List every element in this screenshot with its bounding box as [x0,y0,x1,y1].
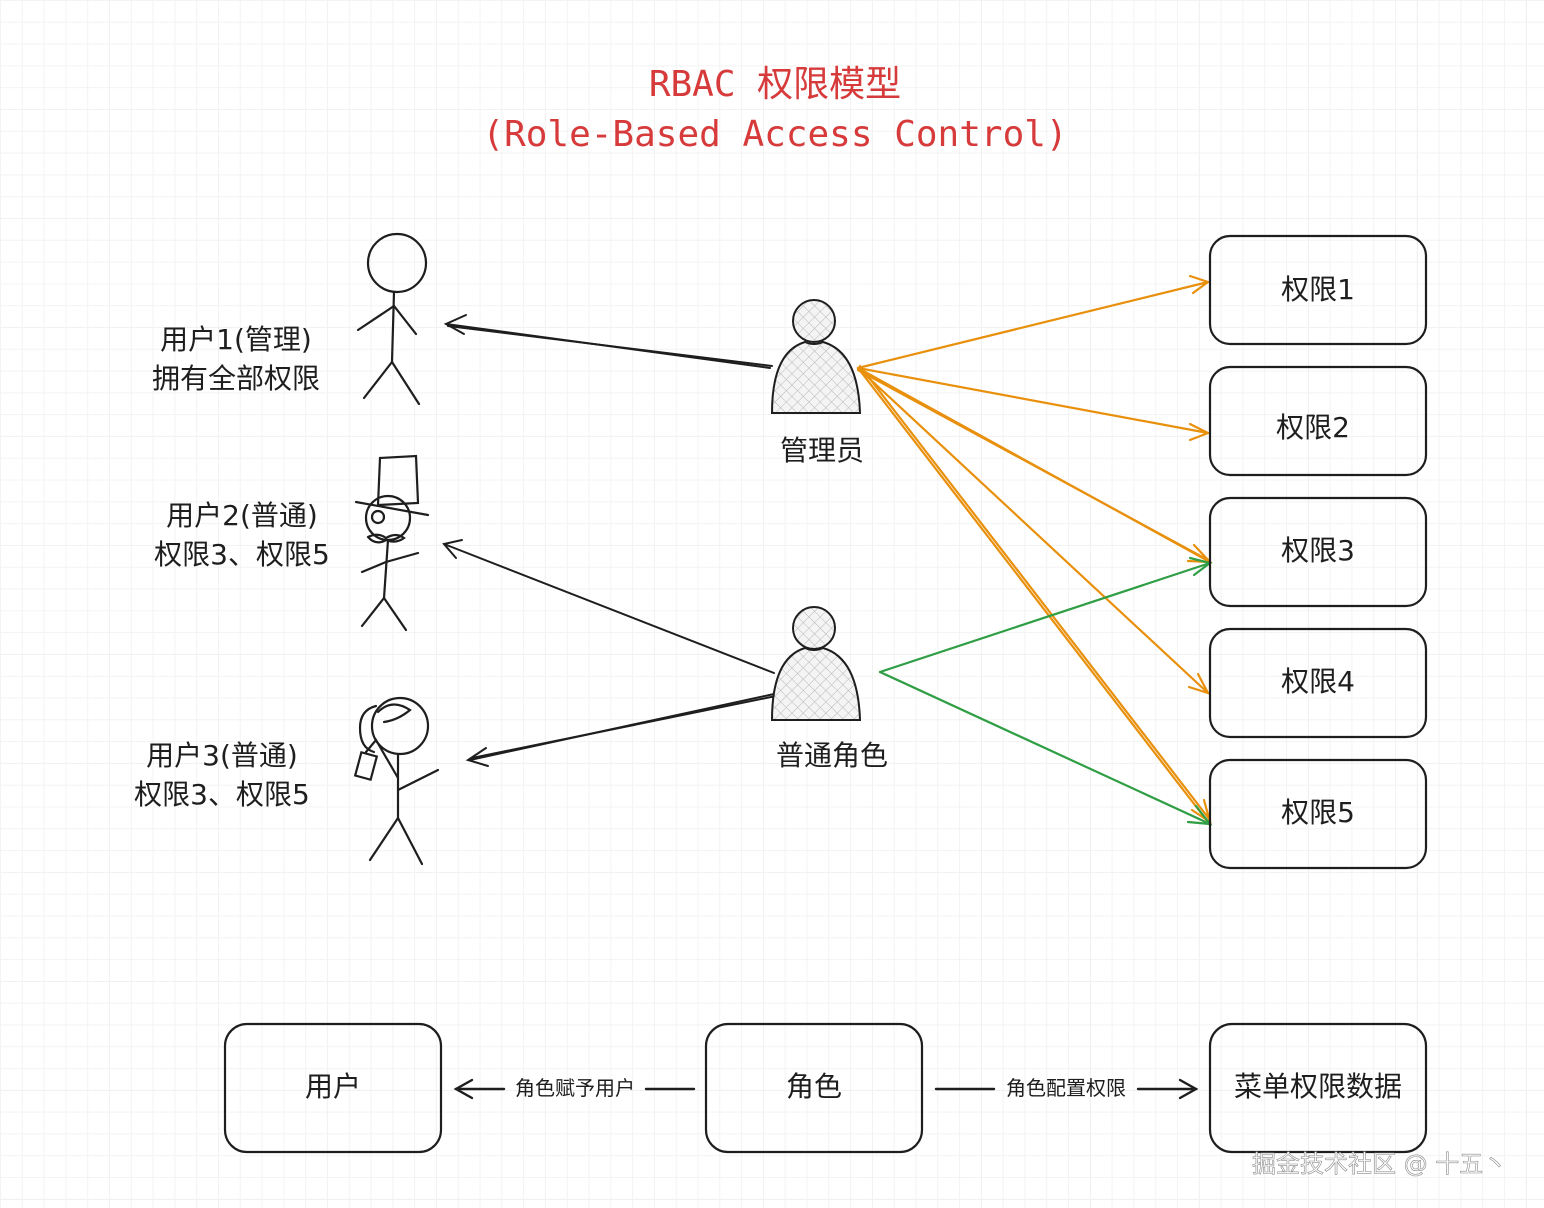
permission-1-label: 权限1 [1281,273,1355,306]
permission-5-label: 权限5 [1281,796,1355,829]
user3-name: 用户3(普通) [146,739,298,772]
flow-role-to-user-label: 角色赋予用户 [515,1076,635,1100]
flow-user-box-label: 用户 [305,1070,361,1103]
user3-desc: 权限3、权限5 [134,778,310,811]
user2-name: 用户2(普通) [166,499,318,532]
user1-figure-icon [356,232,428,406]
permission-boxes [1208,234,1428,870]
user1-name: 用户1(管理) [160,323,312,356]
admin-role-edges [856,274,1213,825]
permission-4-label: 权限4 [1281,665,1355,698]
admin-role-person-icon [770,299,862,414]
permission-2-label: 权限2 [1276,411,1350,444]
normal-role-label: 普通角色 [776,739,888,772]
permission-3-label: 权限3 [1281,534,1355,567]
role-to-user-edges [442,314,777,767]
user2-desc: 权限3、权限5 [154,538,330,571]
flow-boxes [223,1022,1428,1154]
flow-arrows [453,1078,1199,1100]
user3-figure-icon [353,696,440,866]
diagram-title: RBAC 权限模型 [649,64,901,105]
flow-role-to-perm-label: 角色配置权限 [1006,1076,1126,1100]
normal-role-edges [878,556,1213,826]
watermark: 掘金技术社区 @ 十五丶 [1252,1150,1507,1178]
flow-role-box-label: 角色 [786,1070,842,1103]
user2-figure-icon [354,454,430,632]
flow-perm-box-label: 菜单权限数据 [1234,1070,1402,1103]
admin-role-label: 管理员 [780,434,864,467]
diagram-subtitle: (Role-Based Access Control) [482,114,1067,155]
user1-desc: 拥有全部权限 [152,362,320,395]
normal-role-person-icon [770,606,862,721]
